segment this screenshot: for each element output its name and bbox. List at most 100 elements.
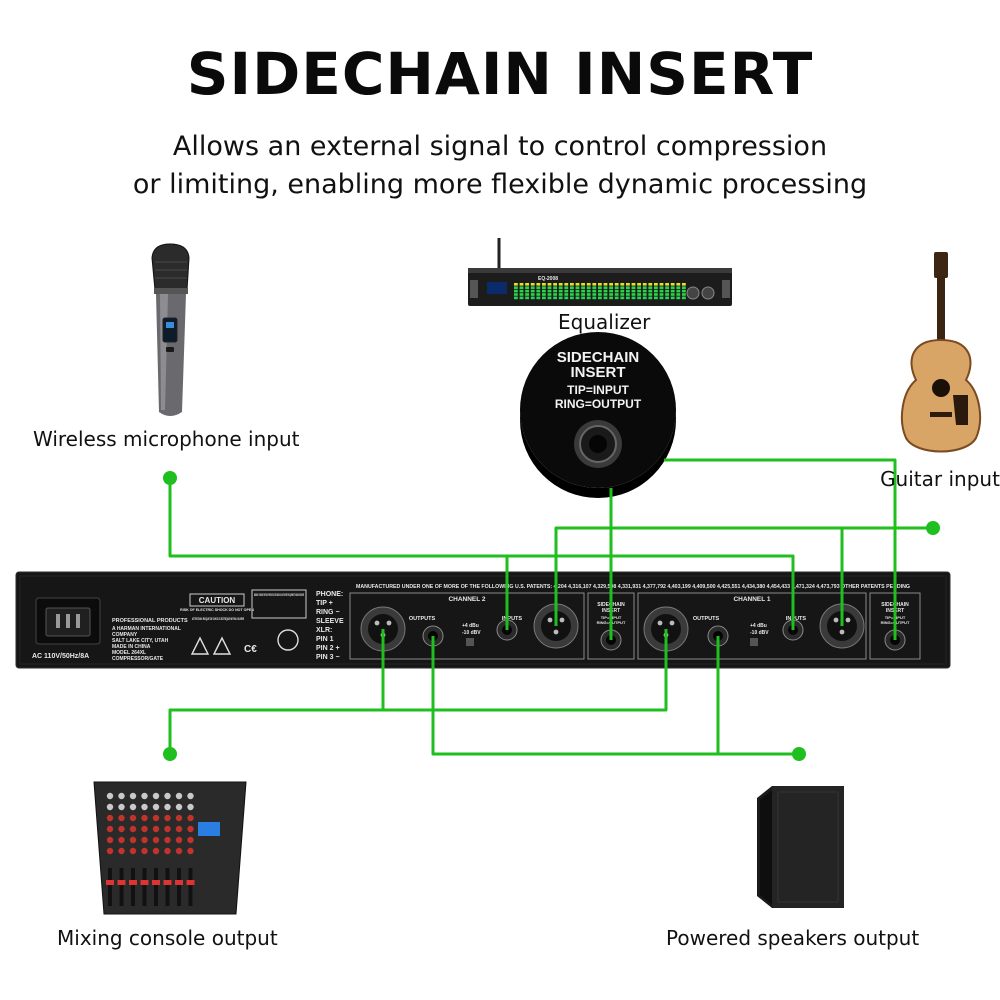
eq-meter-segment [631,289,636,293]
label-wireless-microphone: Wireless microphone input [33,427,300,451]
eq-meter-segment [536,289,541,293]
eq-meter-segment [519,296,524,300]
mixer-fader-cap [163,880,172,885]
mixer-knob [106,825,114,833]
eq-meter-segment [564,289,569,293]
mixer-knob [129,792,137,800]
eq-meter-segment [575,293,580,296]
mixer-knob [152,825,160,833]
eq-meter-segment [603,286,608,289]
mixer-knob [187,814,194,822]
ce-mark: C€ [244,644,257,655]
power-rating-text: AC 110V/50Hz/8A [32,653,89,660]
callout-line-1: SIDECHAIN [557,349,640,366]
eq-meter-segment [536,293,541,296]
eq-meter-segment [547,296,552,300]
eq-meter-segment [654,283,658,286]
eq-meter-segment [637,289,641,293]
pin-sleeve-label: SLEEVE [316,618,344,625]
eq-meter-segment [564,283,569,286]
eq-meter-segment [553,289,557,293]
mic-connection-dot [163,471,177,485]
mixer-knob [141,814,148,822]
eq-meter-segment [581,286,585,289]
mixer-fader-track [188,868,193,906]
eq-brand-text: EQ-2008 [538,276,558,282]
eq-meter-segment [642,289,647,293]
eq-meter-segment [626,286,630,289]
eq-meter-segment [530,293,535,296]
eq-meter-segment [514,283,518,286]
eq-meter-segment [586,289,591,293]
mixer-knob [106,836,114,844]
mixer-fader-cap [152,880,160,885]
mixer-knob [129,836,137,844]
sidechain-jack-callout: SIDECHAIN INSERT TIP=INPUT RING=OUTPUT [520,332,676,498]
eq-meter-segment [530,296,535,300]
eq-meter-segment [592,293,597,296]
eq-meter-segment [648,283,653,286]
eq-meter-segment [665,283,669,286]
eq-meter-segment [659,289,664,293]
caution-text: CAUTION [199,596,236,605]
eq-meter-segment [603,283,608,286]
eq-meter-segment [682,293,686,296]
eq-meter-segment [558,283,563,286]
eq-meter-segment [575,289,580,293]
eq-meter-segment [665,286,669,289]
eq-meter-segment [682,286,686,289]
eq-meter-segment [614,283,619,286]
mixer-knob [106,847,114,855]
label-guitar: Guitar input [880,467,1000,491]
pin-2-label: PIN 2 + [316,645,340,652]
eq-meter-segment [654,296,658,300]
eq-meter-segment [575,286,580,289]
eq-meter-segment [642,293,647,296]
eq-meter-segment [542,289,546,293]
eq-meter-segment [665,293,669,296]
label-equalizer: Equalizer [558,310,651,334]
eq-meter-segment [631,283,636,286]
eq-meter-segment [586,286,591,289]
eq-meter-segment [570,289,574,293]
eq-meter-segment [542,296,546,300]
eq-meter-segment [676,293,681,296]
eq-meter-segment [626,289,630,293]
eq-meter-segment [620,283,625,286]
eq-meter-segment [598,283,602,286]
eq-meter-segment [676,289,681,293]
eq-meter-segment [592,286,597,289]
subtitle-line-2: or limiting, enabling more flexible dyna… [132,169,868,200]
mixer-knob [164,814,171,822]
eq-meter-segment [642,296,647,300]
eq-meter-segment [558,296,563,300]
warning-text: WARNING: TO REDUCE THE RISK OF FIRE OR E… [254,593,304,597]
mixer-knob [141,825,148,833]
eq-meter-segment [648,286,653,289]
eq-meter-segment [631,296,636,300]
eq-meter-segment [586,293,591,296]
eq-meter-segment [592,283,597,286]
wire-guitar-to-ch2-xlr [554,526,933,626]
eq-meter-segment [665,296,669,300]
mixer-fader-cap [129,880,137,885]
eq-meter-segment [525,289,529,293]
mixer-knob [152,836,160,844]
eq-meter-segment [631,286,636,289]
mixer-fader-cap [106,880,114,885]
eq-meter-segment [654,289,658,293]
ch2-level-plus4: +4 dBu [462,623,479,629]
brand-line-5: MADE IN CHINA [112,644,151,650]
signal-wires [168,458,933,756]
eq-meter-segment [558,293,563,296]
brand-line-1: PROFESSIONAL PRODUCTS [112,618,188,624]
mixer-knob [118,847,125,855]
mixer-knob [164,803,171,811]
mixer-fader-cap [186,880,195,885]
pin-phone-label: PHONE: [316,591,343,598]
powered-speaker-image [757,786,844,908]
mixer-knob [141,803,148,811]
mixer-fader-track [119,868,124,906]
mixer-knob [141,847,148,855]
